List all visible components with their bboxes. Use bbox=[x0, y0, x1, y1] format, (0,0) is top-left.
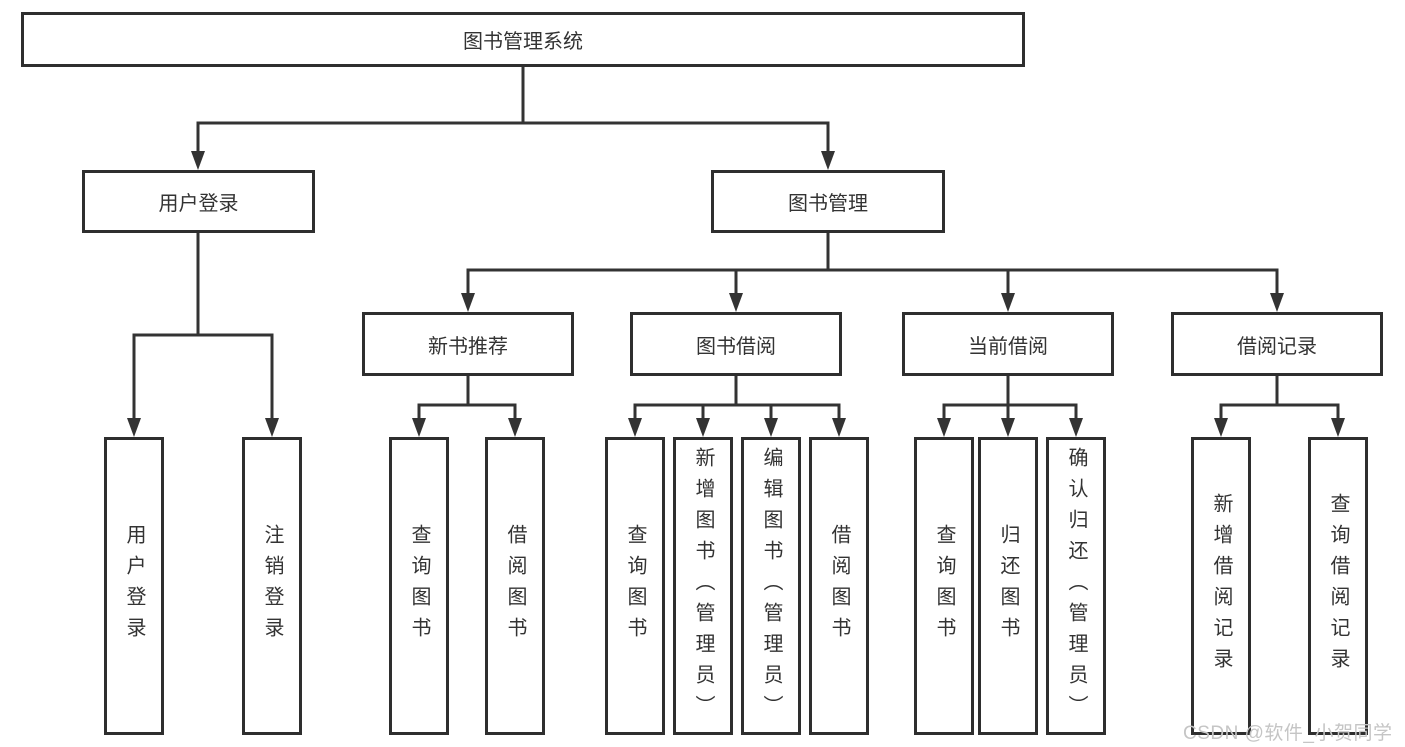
connector-recommend-to-leaves bbox=[417, 376, 517, 421]
leaf-confirm-return-admin: 确认归还（管理员） bbox=[1046, 437, 1106, 735]
node-label: 新书推荐 bbox=[428, 335, 508, 358]
leaf-label: 用户登录 bbox=[123, 524, 145, 648]
leaf-borrow-book-2: 借阅图书 bbox=[809, 437, 869, 735]
leaf-label: 借阅图书 bbox=[504, 524, 526, 648]
node-label: 图书管理 bbox=[788, 193, 868, 215]
leaf-query-book-3: 查询图书 bbox=[914, 437, 974, 735]
arrowheads bbox=[127, 151, 1345, 437]
node-book-borrow: 图书借阅 bbox=[630, 312, 842, 376]
leaf-edit-book-admin: 编辑图书（管理员） bbox=[741, 437, 801, 735]
connector-root-to-level1 bbox=[196, 67, 830, 154]
leaf-label: 借阅图书 bbox=[828, 524, 850, 648]
leaf-label: 查询图书 bbox=[408, 524, 430, 648]
leaf-label: 注销登录 bbox=[261, 524, 283, 648]
leaf-logout: 注销登录 bbox=[242, 437, 302, 735]
leaf-label: 查询借阅记录 bbox=[1327, 493, 1349, 679]
leaf-query-book-2: 查询图书 bbox=[605, 437, 665, 735]
node-root: 图书管理系统 bbox=[21, 12, 1025, 67]
leaf-label: 新增图书（管理员） bbox=[692, 446, 714, 726]
leaf-add-book-admin: 新增图书（管理员） bbox=[673, 437, 733, 735]
leaf-query-book-1: 查询图书 bbox=[389, 437, 449, 735]
node-label: 用户登录 bbox=[158, 193, 239, 215]
leaf-label: 归还图书 bbox=[997, 524, 1019, 648]
leaf-label: 查询图书 bbox=[624, 524, 646, 648]
leaf-label: 查询图书 bbox=[933, 524, 955, 648]
connector-mgmt-to-level2 bbox=[466, 233, 1279, 296]
node-label: 图书借阅 bbox=[696, 335, 776, 358]
node-label: 图书管理系统 bbox=[463, 31, 583, 53]
watermark: CSDN @软件_小贺同学 bbox=[1183, 723, 1393, 744]
leaf-user-login: 用户登录 bbox=[104, 437, 164, 735]
leaf-borrow-book-1: 借阅图书 bbox=[485, 437, 545, 735]
node-current-borrow: 当前借阅 bbox=[902, 312, 1114, 376]
node-book-management: 图书管理 bbox=[711, 170, 945, 233]
node-borrow-records: 借阅记录 bbox=[1171, 312, 1383, 376]
connector-records-to-leaves bbox=[1219, 376, 1340, 421]
connector-login-to-leaves bbox=[132, 233, 274, 421]
connector-current-to-leaves bbox=[942, 376, 1078, 421]
leaf-label: 编辑图书（管理员） bbox=[760, 446, 782, 726]
node-label: 当前借阅 bbox=[968, 335, 1048, 358]
node-new-book-recommend: 新书推荐 bbox=[362, 312, 574, 376]
leaf-add-borrow-record: 新增借阅记录 bbox=[1191, 437, 1251, 735]
node-label: 借阅记录 bbox=[1237, 335, 1317, 358]
connector-borrow-to-leaves bbox=[633, 376, 841, 421]
leaf-label: 新增借阅记录 bbox=[1210, 493, 1232, 679]
node-user-login: 用户登录 bbox=[82, 170, 315, 233]
leaf-return-book: 归还图书 bbox=[978, 437, 1038, 735]
leaf-label: 确认归还（管理员） bbox=[1065, 446, 1087, 726]
leaf-query-borrow-record: 查询借阅记录 bbox=[1308, 437, 1368, 735]
